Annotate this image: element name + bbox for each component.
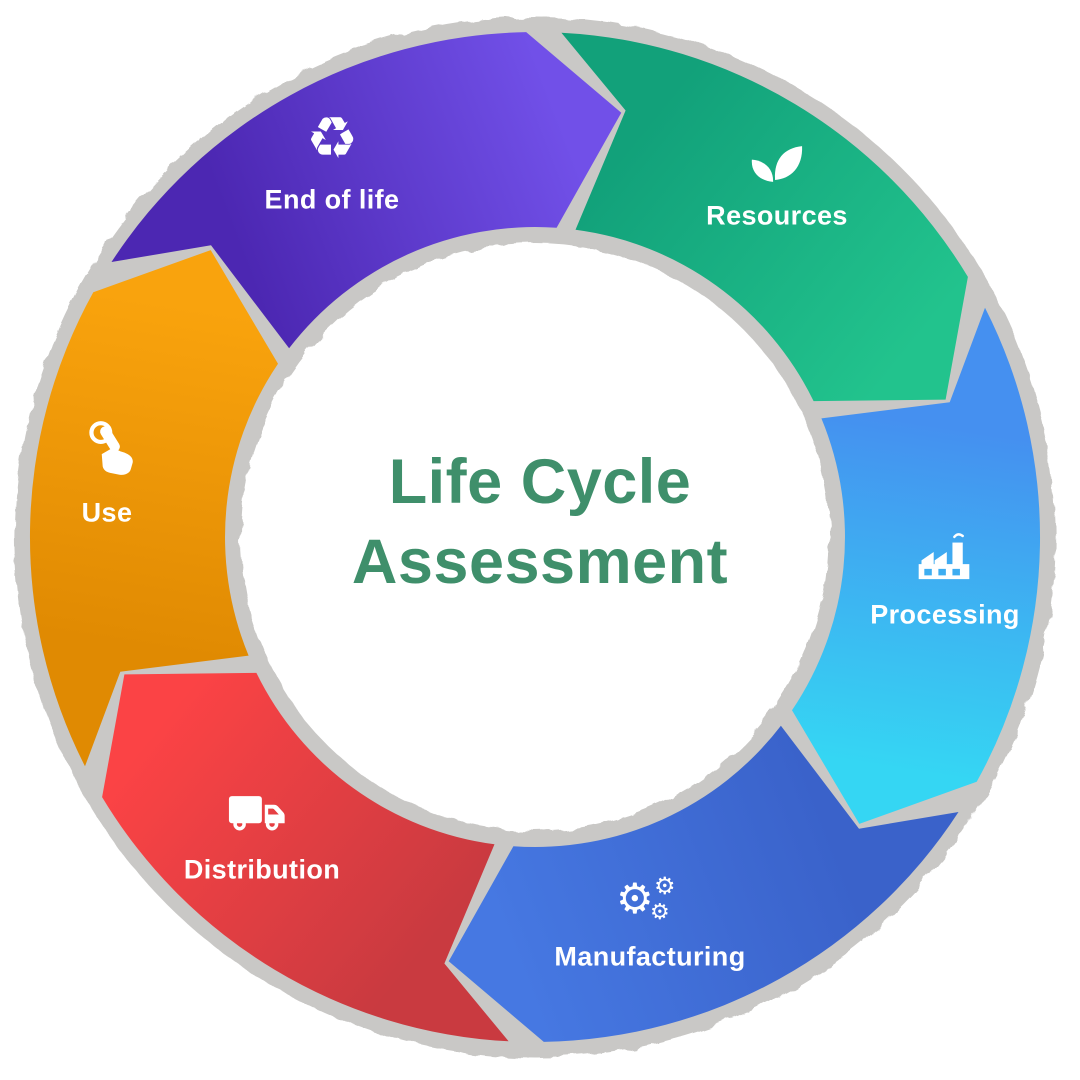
segment-label-processing: Processing xyxy=(870,599,1020,630)
gear-large-glyph: ⚙ xyxy=(616,874,654,923)
leaf-icon xyxy=(745,137,807,198)
diagram-title-line1: Life Cycle xyxy=(388,447,692,517)
gears-icon: ⚙ ⚙ ⚙ xyxy=(616,872,680,934)
segment-resources-shape xyxy=(561,32,968,402)
segment-label-resources: Resources xyxy=(706,200,848,231)
diagram-title-line2: Assessment xyxy=(351,527,729,597)
segment-processing-shape xyxy=(792,307,1041,824)
segment-distribution-shape xyxy=(102,672,509,1042)
recycle-glyph: ♻ xyxy=(306,104,358,172)
segment-endoflife-shape xyxy=(111,32,622,349)
diagram-title: Life Cycle Assessment xyxy=(0,442,1080,602)
segment-manufacturing-shape xyxy=(448,725,959,1042)
recycle-icon: ♻ xyxy=(301,107,363,169)
gear-medium-glyph: ⚙ xyxy=(654,872,676,900)
segment-label-endoflife: End of life xyxy=(264,184,400,215)
touch-icon xyxy=(83,419,143,484)
segment-label-manufacturing: Manufacturing xyxy=(554,941,746,972)
gear-small-glyph: ⚙ xyxy=(650,900,670,925)
segment-use-shape xyxy=(29,250,278,767)
segment-label-distribution: Distribution xyxy=(183,854,341,885)
truck-icon xyxy=(227,790,289,843)
segment-label-use: Use xyxy=(81,497,133,528)
factory-icon xyxy=(914,529,974,594)
